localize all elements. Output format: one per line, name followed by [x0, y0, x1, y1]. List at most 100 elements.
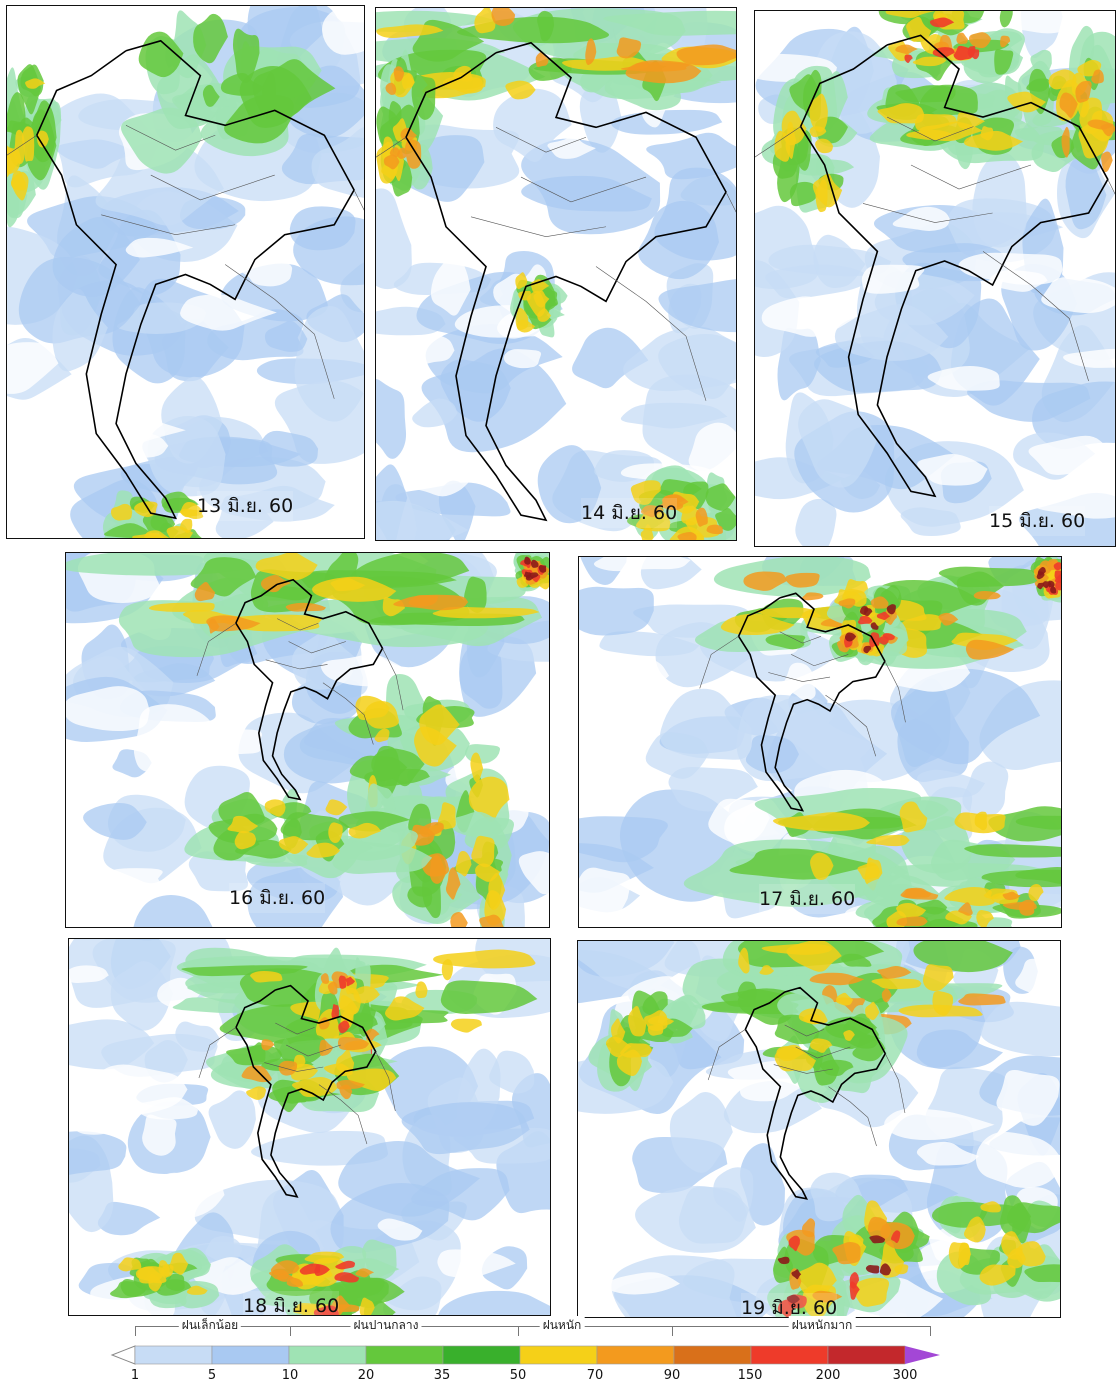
- rain-intensity-cell: [705, 483, 736, 511]
- rain-intensity-cell: [774, 130, 791, 162]
- rain-intensity-cell: [786, 1294, 800, 1304]
- no-rain-area: [547, 136, 596, 159]
- rain-intensity-cell: [1002, 891, 1021, 900]
- rain-intensity-cell: [400, 127, 417, 141]
- light-rain-area: [376, 188, 412, 290]
- rain-intensity-cell: [450, 1018, 482, 1033]
- rain-intensity-cell: [773, 812, 870, 832]
- rain-intensity-cell: [918, 121, 983, 142]
- rain-intensity-cell: [319, 1039, 334, 1056]
- rain-intensity-cell: [738, 947, 750, 974]
- rain-intensity-cell: [1007, 1248, 1026, 1269]
- rain-intensity-cell: [471, 835, 495, 868]
- legend-value: 150: [737, 1368, 763, 1383]
- legend-color-swatch: [750, 1345, 829, 1365]
- no-rain-area: [1041, 276, 1115, 314]
- province-border: [288, 641, 346, 654]
- legend-value: 35: [433, 1368, 451, 1383]
- rain-intensity-cell: [956, 32, 968, 45]
- no-rain-area: [605, 1272, 680, 1295]
- light-rain-area: [52, 288, 108, 372]
- rain-intensity-cell: [250, 971, 283, 983]
- legend-bracket-tick: [135, 1326, 136, 1336]
- rain-intensity-cell: [958, 1242, 971, 1269]
- rain-intensity-cell: [227, 815, 259, 834]
- rain-intensity-cell: [562, 56, 649, 71]
- rain-intensity-cell: [912, 56, 947, 67]
- province-border: [862, 203, 993, 223]
- rain-intensity-cell: [180, 518, 193, 533]
- light-rain-area: [215, 495, 274, 538]
- rain-intensity-cell: [802, 592, 824, 601]
- rain-intensity-cell: [1100, 123, 1115, 137]
- rain-intensity-cell: [683, 481, 709, 510]
- rain-intensity-cell: [919, 84, 978, 117]
- rain-intensity-cell: [871, 978, 922, 990]
- legend-value: 300: [892, 1368, 918, 1383]
- forecast-date-label: 13 มิ.ย. 60: [197, 491, 294, 521]
- rain-intensity-cell: [836, 992, 854, 1006]
- light-rain-area: [97, 1201, 161, 1236]
- light-rain-area: [980, 1001, 1060, 1057]
- rain-intensity-cell: [313, 1305, 339, 1315]
- light-rain-area: [421, 348, 567, 453]
- rain-intensity-cell: [938, 566, 1045, 588]
- rain-intensity-cell: [980, 126, 994, 141]
- no-rain-area: [503, 349, 542, 369]
- province-border: [784, 1024, 825, 1037]
- rain-intensity-cell: [339, 1084, 353, 1100]
- rain-intensity-cell: [264, 799, 286, 817]
- rain-intensity-cell: [488, 872, 506, 910]
- rain-intensity-cell: [1075, 80, 1092, 103]
- no-rain-area: [708, 798, 770, 845]
- rain-intensity-cell: [350, 553, 470, 587]
- legend-colorbar: [110, 1345, 940, 1365]
- rain-intensity-cell: [628, 1005, 647, 1037]
- no-rain-area: [1015, 958, 1060, 997]
- light-rain-area: [537, 445, 602, 524]
- forecast-date-label: 17 มิ.ย. 60: [759, 884, 856, 914]
- no-rain-area: [611, 656, 670, 690]
- province-border: [884, 661, 906, 723]
- rainfall-map: [376, 8, 736, 540]
- light-rain-area: [258, 430, 319, 467]
- rain-intensity-cell: [432, 606, 540, 619]
- forecast-date-label: 18 มิ.ย. 60: [243, 1291, 340, 1315]
- rain-intensity-cell: [973, 591, 1001, 600]
- rain-intensity-cell: [974, 811, 988, 831]
- rain-intensity-cell: [881, 988, 892, 1003]
- rain-intensity-cell: [537, 308, 551, 322]
- no-rain-area: [1032, 489, 1115, 519]
- light-rain-area: [894, 668, 1041, 765]
- light-rain-area: [654, 167, 736, 261]
- light-rain-area: [521, 175, 652, 212]
- light-rain-area: [188, 851, 249, 892]
- rain-intensity-cell: [791, 1269, 802, 1280]
- rain-intensity-cell: [773, 1246, 794, 1283]
- rain-intensity-cell: [278, 836, 309, 855]
- rain-intensity-cell: [953, 45, 973, 61]
- light-rain-area: [401, 1102, 530, 1155]
- light-rain-area: [769, 695, 836, 743]
- rain-intensity-cell: [244, 854, 308, 867]
- no-rain-area: [996, 11, 1097, 34]
- province-border: [322, 682, 374, 745]
- no-rain-area: [917, 453, 988, 486]
- legend-value: 90: [663, 1368, 681, 1383]
- rain-intensity-cell: [1054, 570, 1061, 580]
- province-border: [768, 672, 831, 682]
- rain-intensity-cell: [789, 181, 819, 207]
- forecast-map-panel: 15 มิ.ย. 60: [754, 10, 1116, 547]
- rain-intensity-cell: [720, 613, 795, 636]
- rain-intensity-cell: [166, 525, 194, 538]
- province-border: [198, 1027, 237, 1079]
- rain-intensity-cell: [932, 990, 954, 1016]
- no-rain-area: [69, 1098, 131, 1135]
- legend-color-swatch: [442, 1345, 521, 1365]
- rain-intensity-cell: [338, 975, 347, 989]
- rain-intensity-cell: [415, 981, 428, 999]
- light-rain-area: [1065, 155, 1107, 230]
- rain-intensity-cell: [999, 11, 1013, 28]
- rain-intensity-cell: [440, 980, 538, 1014]
- rain-intensity-cell: [349, 755, 408, 782]
